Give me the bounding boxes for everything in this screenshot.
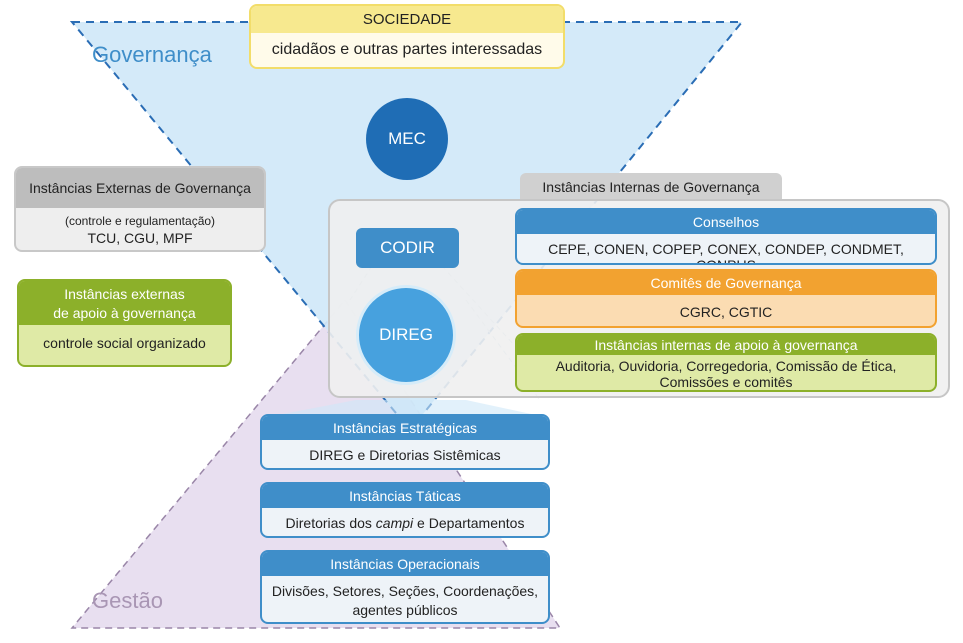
external-support-title-line2: de apoio à governança xyxy=(53,305,196,321)
operational-box: Instâncias Operacionais Divisões, Setore… xyxy=(260,550,550,624)
operational-title: Instâncias Operacionais xyxy=(262,552,548,576)
external-support-title: Instâncias externas de apoio à governanç… xyxy=(19,281,230,325)
external-support-title-line1: Instâncias externas xyxy=(64,286,185,302)
internal-support-text-line2: Comissões e comitês xyxy=(659,374,793,390)
tactical-box: Instâncias Táticas Diretorias dos campi … xyxy=(260,482,550,538)
external-governance-box: Instâncias Externas de Governança (contr… xyxy=(14,166,266,252)
management-label: Gestão xyxy=(92,588,163,613)
external-support-text: controle social organizado xyxy=(43,335,206,351)
tactical-text-italic: campi xyxy=(375,515,414,531)
comites-title: Comitês de Governança xyxy=(517,271,935,295)
tactical-text: Diretorias dos campi e Departamentos xyxy=(262,515,548,531)
direg-label: DIREG xyxy=(379,325,433,344)
conselhos-box: Conselhos CEPE, CONEN, COPEP, CONEX, CON… xyxy=(515,208,937,265)
external-support-box: Instâncias externas de apoio à governanç… xyxy=(17,279,232,367)
mec-label: MEC xyxy=(388,129,426,148)
codir-label: CODIR xyxy=(380,238,435,257)
connector-band xyxy=(262,400,550,418)
strategic-text: DIREG e Diretorias Sistêmicas xyxy=(309,447,501,463)
internal-support-title: Instâncias internas de apoio à governanç… xyxy=(517,335,935,355)
internal-governance-tab: Instâncias Internas de Governança xyxy=(520,173,782,200)
strategic-title: Instâncias Estratégicas xyxy=(262,416,548,440)
internal-support-text-line1: Auditoria, Ouvidoria, Corregedoria, Comi… xyxy=(555,358,897,374)
external-governance-title: Instâncias Externas de Governança xyxy=(16,168,264,208)
comites-text: CGRC, CGTIC xyxy=(679,304,773,320)
operational-text-line2: agentes públicos xyxy=(352,602,458,618)
sociedade-box: SOCIEDADE cidadãos e outras partes inter… xyxy=(249,4,565,69)
conselhos-title: Conselhos xyxy=(517,210,935,234)
codir-box: CODIR xyxy=(356,228,459,268)
operational-text-line1: Divisões, Setores, Seções, Coordenações, xyxy=(271,583,539,599)
external-governance-subtitle: (controle e regulamentação) xyxy=(64,214,216,228)
tactical-text-after: e Departamentos xyxy=(413,515,525,531)
mec-circle: MEC xyxy=(366,98,448,180)
sociedade-title: SOCIEDADE xyxy=(251,6,563,33)
sociedade-text: cidadãos e outras partes interessadas xyxy=(271,41,543,58)
tactical-title: Instâncias Táticas xyxy=(262,484,548,508)
comites-box: Comitês de Governança CGRC, CGTIC xyxy=(515,269,937,328)
conselhos-text: CEPE, CONEN, COPEP, CONEX, CONDEP, CONDM… xyxy=(548,241,904,265)
external-governance-text: TCU, CGU, MPF xyxy=(87,230,193,246)
tactical-text-before: Diretorias dos xyxy=(285,515,376,531)
governance-label: Governança xyxy=(92,42,212,67)
internal-support-box: Instâncias internas de apoio à governanç… xyxy=(515,333,937,392)
direg-circle: DIREG xyxy=(356,285,456,385)
strategic-box: Instâncias Estratégicas DIREG e Diretori… xyxy=(260,414,550,470)
